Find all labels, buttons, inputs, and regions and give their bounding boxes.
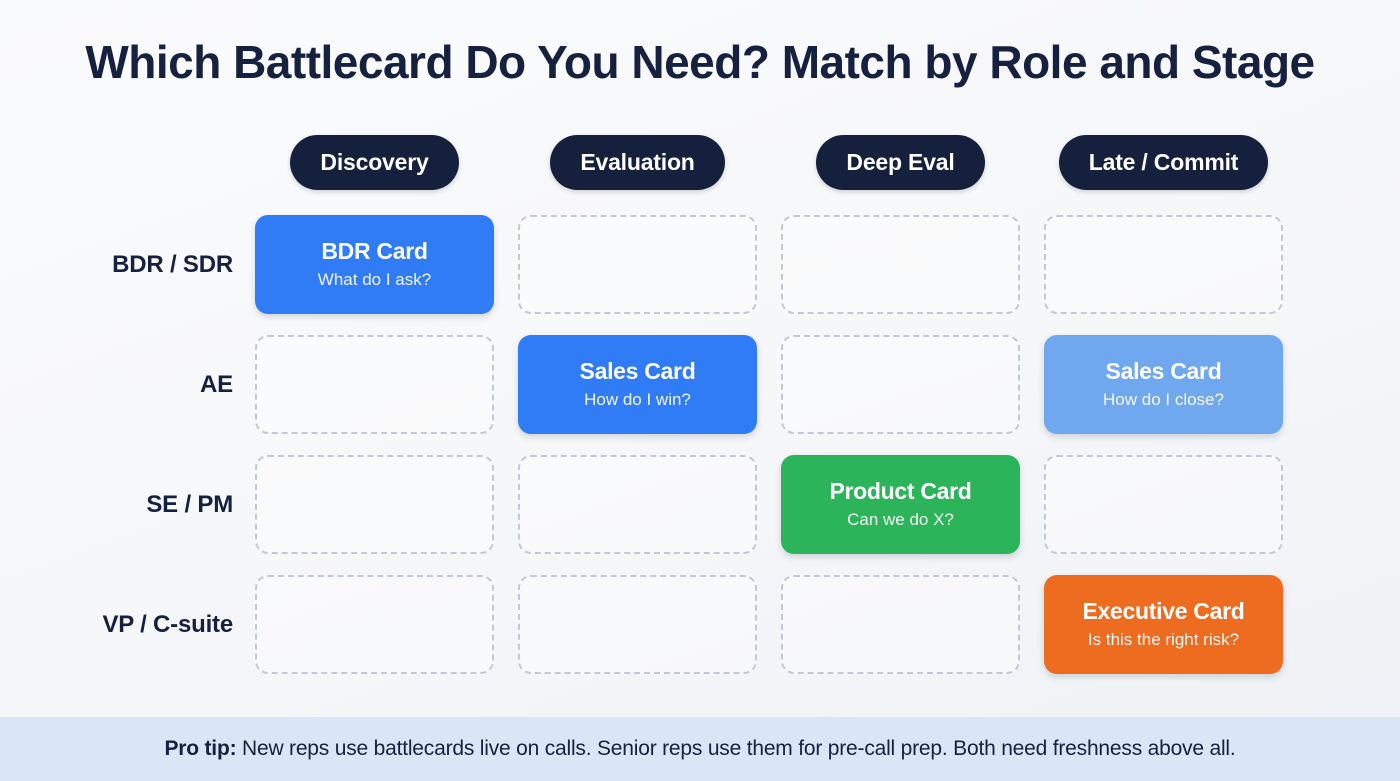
row-label-vp-csuite: VP / C-suite — [102, 610, 233, 638]
card-title: Sales Card — [1105, 358, 1222, 384]
battlecard-matrix: Discovery Evaluation Deep Eval Late / Co… — [0, 130, 1400, 674]
cell-se-late-commit-empty[interactable] — [1044, 455, 1283, 554]
stage-header-cell-1: Evaluation — [518, 134, 757, 190]
stage-header-cell-2: Deep Eval — [781, 134, 1020, 190]
cell-vp-discovery-empty[interactable] — [255, 575, 494, 674]
card-title: Executive Card — [1082, 598, 1245, 624]
card-title: Product Card — [829, 478, 972, 504]
row-spacer — [0, 434, 1400, 455]
card-subtitle: What do I ask? — [317, 270, 432, 290]
row-spacer — [0, 194, 1400, 215]
stage-pill-list: Discovery Evaluation Deep Eval Late / Co… — [255, 134, 1283, 190]
row-label-ae: AE — [200, 370, 233, 398]
stage-header-cell-0: Discovery — [255, 134, 494, 190]
matrix-row-vp-csuite: VP / C-suite Executive Card Is this the … — [0, 575, 1400, 674]
pro-tip-footer: Pro tip: New reps use battlecards live o… — [0, 717, 1400, 781]
matrix-row-bdr-sdr: BDR / SDR BDR Card What do I ask? — [0, 215, 1400, 314]
pro-tip-label: Pro tip: — [164, 737, 237, 760]
row-label-bdr-sdr: BDR / SDR — [112, 250, 233, 278]
cell-bdr-late-commit-empty[interactable] — [1044, 215, 1283, 314]
card-subtitle: Is this the right risk? — [1087, 630, 1240, 650]
card-subtitle: How do I win? — [584, 390, 691, 410]
stage-header-cell-3: Late / Commit — [1044, 134, 1283, 190]
stage-pill-evaluation[interactable]: Evaluation — [550, 134, 725, 190]
stage-pill-late-commit[interactable]: Late / Commit — [1058, 134, 1269, 190]
pro-tip-body: New reps use battlecards live on calls. … — [236, 737, 1236, 760]
card-ae-late-commit[interactable]: Sales Card How do I close? — [1044, 335, 1283, 434]
stage-pill-deep-eval[interactable]: Deep Eval — [816, 134, 985, 190]
pro-tip-text: Pro tip: New reps use battlecards live o… — [164, 737, 1235, 761]
matrix-row-ae: AE Sales Card How do I win? Sales Card H… — [0, 335, 1400, 434]
row-spacer — [0, 314, 1400, 335]
matrix-row-cells: Product Card Can we do X? — [255, 455, 1283, 554]
row-spacer — [0, 554, 1400, 575]
matrix-row-se-pm: SE / PM Product Card Can we do X? — [0, 455, 1400, 554]
cell-ae-deep-eval-empty[interactable] — [781, 335, 1020, 434]
card-subtitle: How do I close? — [1103, 390, 1224, 410]
matrix-row-cells: Sales Card How do I win? Sales Card How … — [255, 335, 1283, 434]
cell-vp-evaluation-empty[interactable] — [518, 575, 757, 674]
cell-se-evaluation-empty[interactable] — [518, 455, 757, 554]
row-label-se-pm: SE / PM — [146, 490, 233, 518]
cell-ae-discovery-empty[interactable] — [255, 335, 494, 434]
card-title: BDR Card — [321, 238, 428, 264]
card-subtitle: Can we do X? — [847, 510, 954, 530]
matrix-row-cells: BDR Card What do I ask? — [255, 215, 1283, 314]
cell-bdr-deep-eval-empty[interactable] — [781, 215, 1020, 314]
card-vp-late-commit[interactable]: Executive Card Is this the right risk? — [1044, 575, 1283, 674]
cell-vp-deep-eval-empty[interactable] — [781, 575, 1020, 674]
cell-bdr-evaluation-empty[interactable] — [518, 215, 757, 314]
stage-pill-discovery[interactable]: Discovery — [290, 134, 459, 190]
page-title: Which Battlecard Do You Need? Match by R… — [85, 36, 1315, 88]
cell-se-discovery-empty[interactable] — [255, 455, 494, 554]
card-bdr-discovery[interactable]: BDR Card What do I ask? — [255, 215, 494, 314]
stage-header-row: Discovery Evaluation Deep Eval Late / Co… — [0, 130, 1400, 194]
card-title: Sales Card — [579, 358, 696, 384]
matrix-row-cells: Executive Card Is this the right risk? — [255, 575, 1283, 674]
card-ae-evaluation[interactable]: Sales Card How do I win? — [518, 335, 757, 434]
card-se-deep-eval[interactable]: Product Card Can we do X? — [781, 455, 1020, 554]
